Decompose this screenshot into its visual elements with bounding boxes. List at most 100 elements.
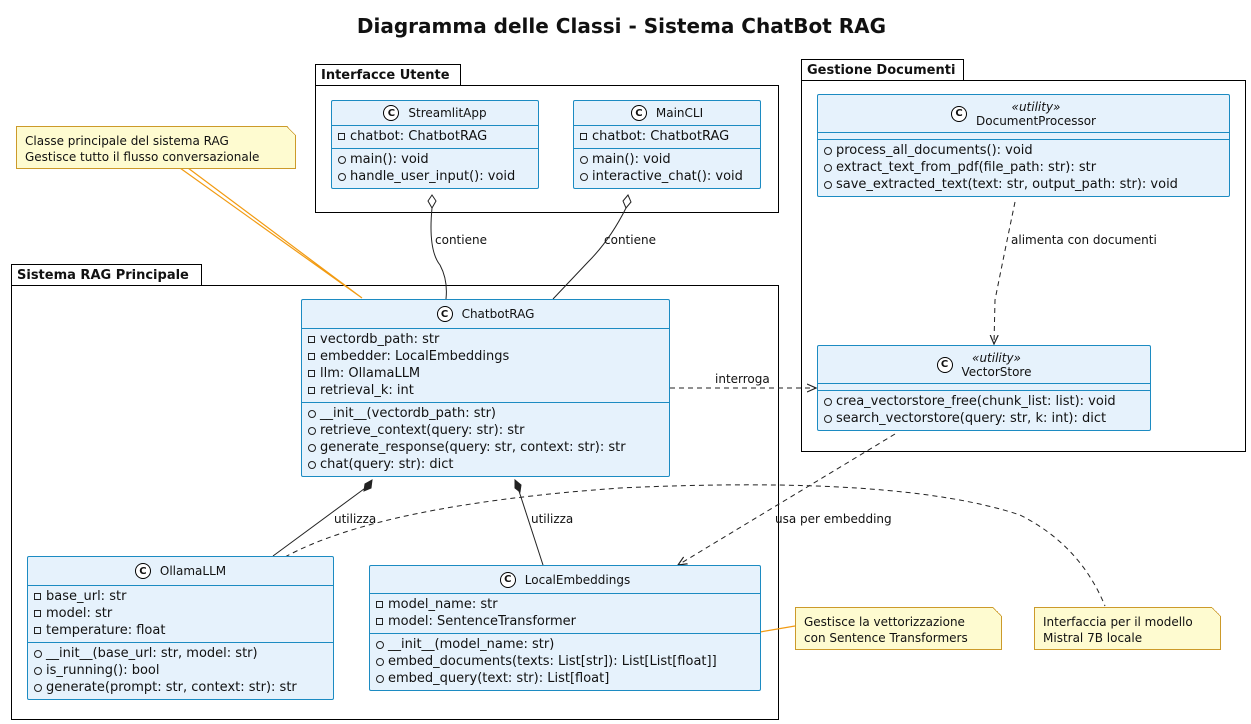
class-icon: C [383, 105, 400, 121]
public-icon [580, 155, 588, 164]
method: main(): void [350, 152, 429, 167]
attribute: temperature: float [46, 623, 166, 638]
private-icon [308, 353, 315, 360]
label-utilizza-1: utilizza [334, 512, 377, 526]
class-name: OllamaLLM [159, 564, 227, 578]
attribute: retrieval_k: int [320, 383, 414, 398]
note-link-main [179, 167, 363, 299]
class-chatbotrag[interactable]: C ChatbotRAG vectordb_path: str embedder… [301, 299, 670, 477]
method: generate(prompt: str, context: str): str [46, 680, 297, 695]
note-chatbot-main: Classe principale del sistema RAG Gestis… [16, 126, 296, 169]
method: embed_documents(texts: List[str]): List[… [388, 654, 717, 669]
method: crea_vectorstore_free(chunk_list: list):… [836, 394, 1116, 409]
method: chat(query: str): dict [320, 457, 454, 472]
private-icon [34, 610, 41, 617]
label-alimenta: alimenta con documenti [1011, 233, 1157, 247]
method: interactive_chat(): void [592, 169, 743, 184]
diagram-title: Diagramma delle Classi - Sistema ChatBot… [356, 14, 887, 38]
public-icon [308, 409, 316, 418]
public-icon [376, 640, 384, 649]
attribute: llm: OllamaLLM [320, 366, 421, 381]
public-icon [338, 172, 346, 181]
label-usa-per-embedding: usa per embedding [775, 512, 892, 526]
attribute: vectordb_path: str [320, 332, 440, 347]
method: is_running(): bool [46, 663, 160, 678]
method: process_all_documents(): void [836, 143, 1033, 158]
private-icon [376, 618, 383, 625]
dependency-alimenta [994, 201, 1016, 344]
method: __init__(vectordb_path: str) [320, 406, 496, 421]
attribute: chatbot: ChatbotRAG [350, 129, 488, 144]
package-tab-ui: Interfacce Utente [315, 64, 461, 85]
note-link-mistral [284, 484, 1106, 607]
class-localembeddings[interactable]: C LocalEmbeddings model_name: str model:… [369, 565, 761, 691]
method: main(): void [592, 152, 671, 167]
dependency-usa [678, 433, 896, 565]
public-icon [824, 414, 832, 423]
class-name: VectorStore [961, 364, 1032, 379]
note-line: Classe principale del sistema RAG [25, 134, 229, 148]
public-icon [308, 460, 316, 469]
method: __init__(model_name: str) [388, 637, 555, 652]
public-icon [34, 649, 42, 658]
method: save_extracted_text(text: str, output_pa… [836, 177, 1178, 192]
class-documentprocessor[interactable]: C «utility» DocumentProcessor process_al… [817, 94, 1230, 197]
label-interroga: interroga [715, 372, 770, 386]
label-contiene-1: contiene [435, 233, 487, 247]
private-icon [34, 627, 41, 634]
label-utilizza-2: utilizza [531, 512, 574, 526]
class-name: StreamlitApp [408, 106, 487, 120]
class-name: DocumentProcessor [976, 113, 1096, 128]
class-icon: C [951, 105, 968, 122]
class-icon: C [436, 306, 453, 322]
class-ollamallm[interactable]: C OllamaLLM base_url: str model: str tem… [27, 556, 334, 700]
composition-embeddings [517, 487, 544, 566]
class-name: ChatbotRAG [461, 307, 535, 321]
note-line: Gestisce la vettorizzazione [804, 615, 965, 629]
class-maincli[interactable]: C MainCLI chatbot: ChatbotRAG main(): vo… [573, 100, 761, 189]
class-icon: C [134, 563, 151, 579]
package-tab-rag: Sistema RAG Principale [11, 264, 202, 285]
aggregation-streamlit [430, 207, 447, 300]
public-icon [34, 683, 42, 692]
attribute: model_name: str [388, 597, 498, 612]
method: embed_query(text: str): List[float] [388, 671, 610, 686]
label-contiene-2: contiene [604, 233, 656, 247]
attribute: model: SentenceTransformer [388, 614, 576, 629]
class-vectorstore[interactable]: C «utility» VectorStore crea_vectorstore… [817, 345, 1151, 431]
note-embeddings: Gestisce la vettorizzazione con Sentence… [795, 607, 1002, 650]
public-icon [824, 397, 832, 406]
public-icon [308, 443, 316, 452]
method: generate_response(query: str, context: s… [320, 440, 626, 455]
note-line: Gestisce tutto il flusso conversazionale [25, 150, 260, 164]
note-line: con Sentence Transformers [804, 631, 968, 645]
composition-ollama [272, 485, 369, 557]
private-icon [308, 370, 315, 377]
private-icon [580, 133, 587, 140]
private-icon [308, 387, 315, 394]
attribute: embedder: LocalEmbeddings [320, 349, 510, 364]
class-name: MainCLI [655, 106, 704, 120]
note-link-embed [759, 625, 796, 633]
method: extract_text_from_pdf(file_path: str): s… [836, 160, 1097, 175]
private-icon [34, 593, 41, 600]
aggregation-maincli [552, 207, 627, 300]
attribute: base_url: str [46, 589, 127, 604]
stereotype: «utility» [972, 350, 1021, 365]
class-name: LocalEmbeddings [524, 572, 631, 587]
public-icon [824, 146, 832, 155]
method: __init__(base_url: str, model: str) [46, 646, 258, 661]
method: search_vectorstore(query: str, k: int): … [836, 411, 1107, 426]
class-icon: C [630, 105, 647, 121]
class-icon: C [499, 571, 516, 588]
package-tab-docs: Gestione Documenti [801, 59, 964, 80]
private-icon [338, 133, 345, 140]
note-line: Mistral 7B locale [1043, 631, 1143, 645]
public-icon [34, 666, 42, 675]
method: retrieve_context(query: str): str [320, 423, 525, 438]
attribute: model: str [46, 606, 113, 621]
class-streamlitapp[interactable]: C StreamlitApp chatbot: ChatbotRAG main(… [331, 100, 539, 189]
private-icon [308, 336, 315, 343]
class-icon: C [936, 356, 953, 373]
